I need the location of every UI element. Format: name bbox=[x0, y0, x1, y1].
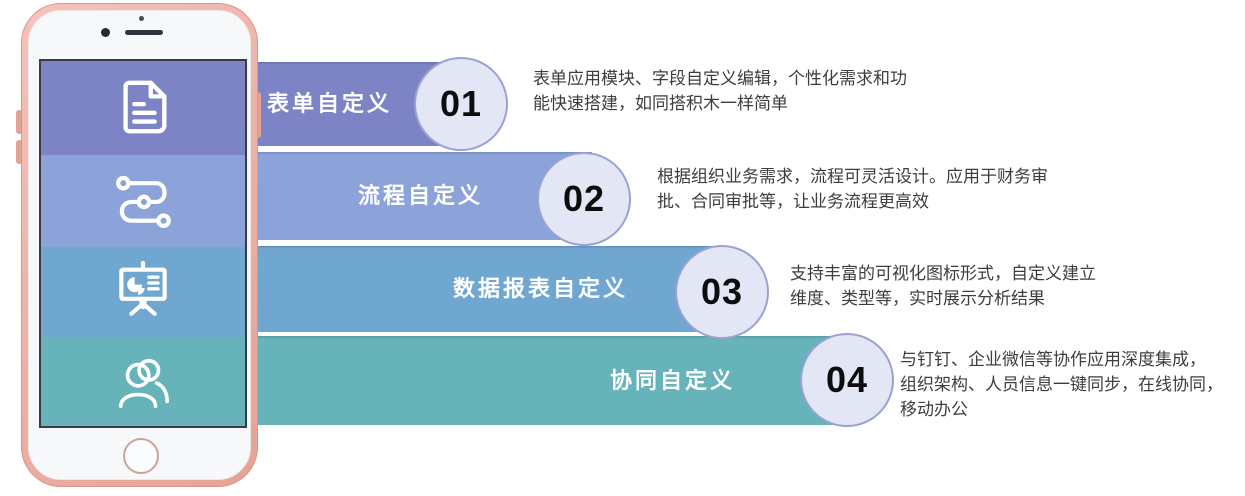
screen-band-report bbox=[41, 247, 245, 338]
screen-band-form bbox=[41, 61, 245, 155]
step-number-4: 04 bbox=[825, 359, 869, 400]
step-bar-4 bbox=[250, 336, 855, 425]
people-icon bbox=[118, 358, 170, 409]
speaker-icon bbox=[125, 30, 163, 35]
step-description-3: 支持丰富的可视化图标形式，自定义建立 维度、类型等，实时展示分析结果 bbox=[790, 264, 1096, 308]
step-number-1: 01 bbox=[439, 83, 483, 124]
volume-down-button bbox=[16, 140, 23, 164]
step-description-1: 表单应用模块、字段自定义编辑，个性化需求和功 能快速搭建，如同搭积木一样简单 bbox=[533, 69, 907, 113]
document-icon bbox=[123, 80, 167, 134]
step-number-badge-3: 03 bbox=[675, 245, 769, 339]
step-bar-3 bbox=[250, 246, 730, 332]
screen-band-collaboration bbox=[41, 338, 245, 426]
step-description-2: 根据组织业务需求，流程可灵活设计。应用于财务审 批、合同审批等，让业务流程更高效 bbox=[657, 167, 1048, 211]
workflow-icon bbox=[116, 175, 171, 228]
step-label-3: 数据报表自定义 bbox=[452, 276, 628, 301]
step-number-2: 02 bbox=[562, 178, 606, 219]
step-label-4: 协同自定义 bbox=[609, 368, 735, 393]
step-number-badge-2: 02 bbox=[537, 152, 631, 246]
home-button bbox=[123, 438, 159, 474]
step-number-3: 03 bbox=[700, 271, 744, 312]
step-bar-2 bbox=[250, 152, 592, 240]
step-number-badge-1: 01 bbox=[414, 57, 508, 151]
step-number-badge-4: 04 bbox=[800, 333, 894, 427]
chart-board-icon bbox=[119, 260, 167, 316]
step-description-4: 与钉钉、企业微信等协作应用深度集成， 组织架构、人员信息一键同步，在线协同， 移… bbox=[900, 350, 1223, 419]
volume-up-button bbox=[16, 110, 23, 134]
camera-icon bbox=[101, 28, 110, 37]
step-label-2: 流程自定义 bbox=[357, 183, 483, 208]
phone-screen bbox=[39, 59, 247, 428]
step-label-1: 表单自定义 bbox=[266, 91, 392, 116]
screen-band-workflow bbox=[41, 155, 245, 247]
sensor-dot-icon bbox=[139, 16, 144, 21]
